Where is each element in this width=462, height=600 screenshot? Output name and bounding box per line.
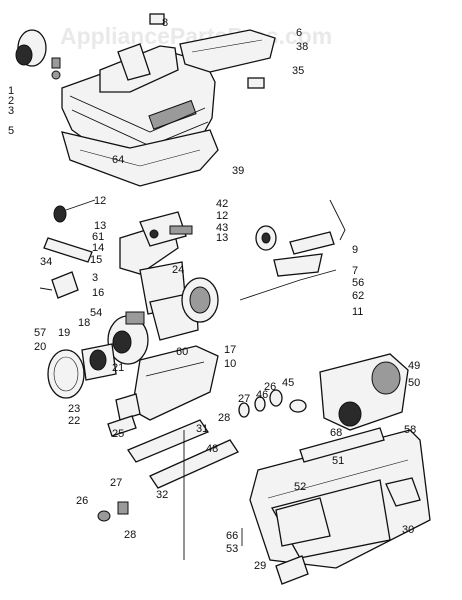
hood-bracket — [117, 43, 151, 81]
callout-label: 25 — [112, 428, 124, 440]
callout-label: 30 — [402, 524, 414, 536]
bearing-28 — [117, 501, 129, 515]
agitator-housing — [319, 353, 409, 431]
cord-clip-34 — [51, 271, 79, 299]
callout-label: 53 — [226, 543, 238, 555]
callout-label: 39 — [232, 165, 244, 177]
callout-label: 51 — [332, 455, 344, 467]
callout-label: 1 — [8, 85, 14, 97]
callout-label: 19 — [58, 327, 70, 339]
callout-label: 28 — [124, 529, 136, 541]
callout-label: 2 — [8, 95, 14, 107]
callout-label: 31 — [196, 423, 208, 435]
callout-label: 14 — [92, 242, 104, 254]
switch-bracket — [119, 211, 193, 275]
callout-label: 9 — [352, 244, 358, 256]
base-housing — [107, 345, 219, 437]
callout-label: 42 — [216, 198, 228, 210]
callout-label: 8 — [162, 17, 168, 29]
callout-label: 3 — [8, 105, 14, 117]
callout-label: 20 — [34, 341, 46, 353]
plate-clip-29 — [275, 555, 309, 585]
rod-and-clips — [43, 199, 96, 263]
callout-label: 57 — [34, 327, 46, 339]
belt-guide-58 — [299, 427, 385, 463]
cord-end — [39, 287, 53, 291]
callout-label: 61 — [92, 231, 104, 243]
callout-label: 18 — [78, 317, 90, 329]
callout-label: 32 — [156, 489, 168, 501]
brush-roll — [127, 419, 239, 560]
callout-label: 5 — [8, 125, 14, 137]
callout-label: 62 — [352, 290, 364, 302]
callout-label: 29 — [254, 560, 266, 572]
callout-label: 13 — [94, 220, 106, 232]
callout-label: 58 — [404, 424, 416, 436]
callout-label: 12 — [216, 210, 228, 222]
handle-release-pedal — [179, 29, 276, 89]
callout-label: 49 — [408, 360, 420, 372]
callout-label: 6 — [296, 27, 302, 39]
light-cover — [61, 129, 219, 187]
callout-label: 34 — [40, 256, 52, 268]
callout-label: 23 — [68, 403, 80, 415]
callout-label: 26 — [76, 495, 88, 507]
callout-label: 48 — [206, 443, 218, 455]
callout-label: 21 — [112, 362, 124, 374]
latch-30 — [385, 477, 421, 507]
callout-label: 38 — [296, 41, 308, 53]
callout-label: 10 — [224, 358, 236, 370]
callout-label: 22 — [68, 415, 80, 427]
callout-label: 46 — [256, 389, 268, 401]
hood-assembly — [61, 45, 216, 161]
callout-label: 17 — [224, 344, 236, 356]
motor-assembly — [107, 261, 219, 365]
callout-label: 50 — [408, 377, 420, 389]
callout-label: 64 — [112, 154, 124, 166]
pulley-knob — [15, 29, 61, 80]
callout-label: 24 — [172, 264, 184, 276]
bearing-26 — [97, 510, 111, 522]
callout-label: 26 — [264, 381, 276, 393]
fan-and-belt — [47, 343, 117, 399]
callout-label: 15 — [90, 254, 102, 266]
callout-label: 27 — [110, 477, 122, 489]
bottom-plate — [249, 429, 431, 569]
callout-label: 16 — [92, 287, 104, 299]
callout-label: 3 — [92, 272, 98, 284]
callout-label: 28 — [218, 412, 230, 424]
callout-label: 43 — [216, 222, 228, 234]
callout-label: 12 — [94, 195, 106, 207]
callout-label: 66 — [226, 530, 238, 542]
agitator-parts — [238, 389, 307, 418]
callout-label: 54 — [90, 307, 102, 319]
callout-label: 11 — [352, 306, 363, 318]
wheel-axle-parts — [239, 199, 346, 301]
callout-label: 35 — [292, 65, 304, 77]
callout-label: 52 — [294, 481, 306, 493]
callout-label: 56 — [352, 277, 364, 289]
callout-label: 27 — [238, 393, 250, 405]
screw-8 — [149, 13, 165, 25]
callout-label: 7 — [352, 265, 358, 277]
callout-label: 68 — [330, 427, 342, 439]
callout-label: 13 — [216, 232, 228, 244]
callout-label: 45 — [282, 377, 294, 389]
callout-label: 60 — [176, 346, 188, 358]
